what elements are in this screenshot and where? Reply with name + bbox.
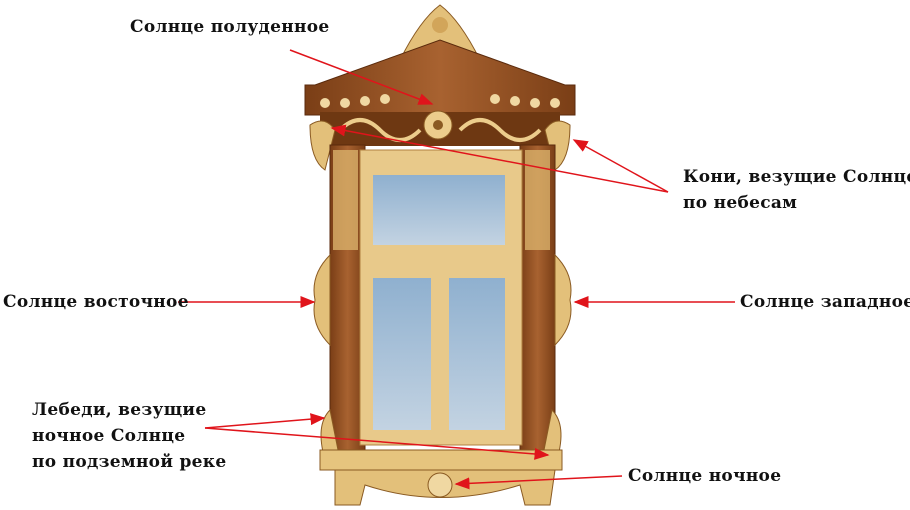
pediment xyxy=(304,39,576,116)
arrow-night-sun xyxy=(454,475,623,490)
label-horses-line2: по небесам xyxy=(683,193,798,213)
arrow-swans-left xyxy=(204,413,326,429)
label-horses-line1: Кони, везущие Солнце xyxy=(683,167,910,187)
label-horses: Кони, везущие Солнце по небесам xyxy=(683,164,910,216)
arrow-horses-right xyxy=(572,139,669,193)
left-pane xyxy=(373,278,431,430)
label-west-sun: Солнце западное xyxy=(740,292,910,312)
west-sun-carving xyxy=(554,253,572,347)
scalloped-trim xyxy=(320,94,560,108)
night-sun-rosette xyxy=(427,472,453,498)
label-swans-line2: ночное Солнце xyxy=(32,426,186,446)
right-pane xyxy=(449,278,505,430)
east-sun-carving xyxy=(313,253,331,347)
arrow-swans-right xyxy=(204,427,550,460)
label-swans: Лебеди, везущие ночное Солнце по подземн… xyxy=(32,397,226,475)
arrow-horses-left xyxy=(330,124,669,193)
label-swans-line1: Лебеди, везущие xyxy=(32,400,207,420)
label-swans-line3: по подземной реке xyxy=(32,452,227,472)
label-east-sun: Солнце восточное xyxy=(3,292,189,312)
label-noon-sun: Солнце полуденное xyxy=(130,17,330,37)
arrow-noon-sun xyxy=(289,49,434,105)
label-night-sun: Солнце ночное xyxy=(628,466,782,486)
top-pane xyxy=(373,175,505,245)
